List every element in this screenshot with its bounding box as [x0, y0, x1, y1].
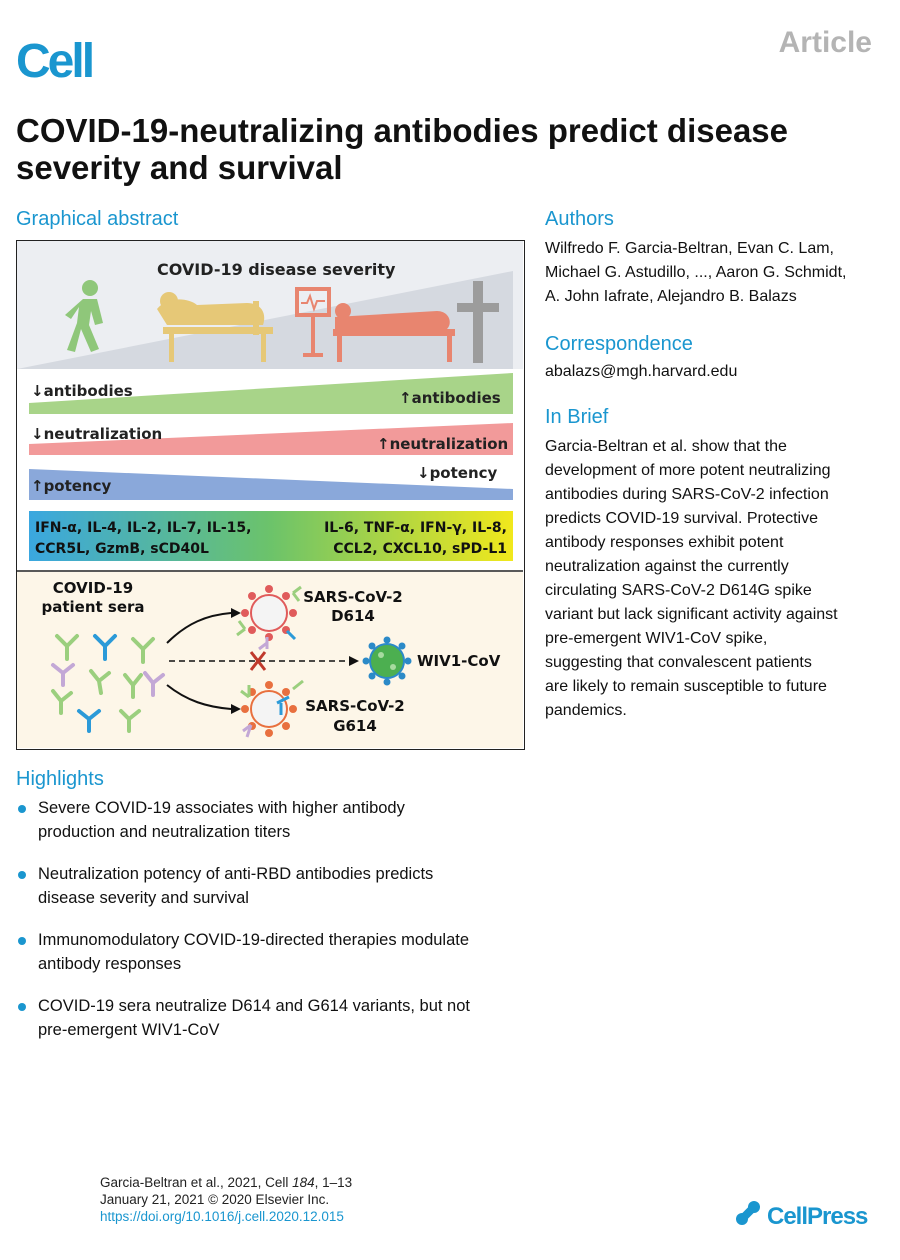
antibodies-low-label: ↓antibodies — [31, 382, 133, 400]
in-brief-line: antibody responses exhibit potent — [545, 534, 784, 551]
highlight-line: antibody responses — [38, 955, 182, 973]
d614-label-line2: D614 — [331, 607, 375, 625]
arrow-to-g614-head — [231, 704, 241, 714]
authors-line1: Wilfredo F. Garcia-Beltran, Evan C. Lam, — [545, 240, 834, 257]
cellpress-mark-icon — [736, 1201, 760, 1225]
authors-line2: Michael G. Astudillo, ..., Aaron G. Schm… — [545, 264, 847, 281]
sera-label-line2: patient sera — [41, 598, 144, 616]
arrow-to-d614 — [166, 612, 232, 644]
highlight-item: Neutralization potency of anti-RBD antib… — [16, 862, 536, 910]
blocked-arrow-head — [349, 656, 359, 666]
potency-bar — [29, 469, 513, 500]
authors-list: Wilfredo F. Garcia-Beltran, Evan C. Lam,… — [545, 237, 885, 309]
in-brief-heading: In Brief — [545, 406, 609, 428]
highlight-line: production and neutralization titers — [38, 823, 291, 841]
cytokines-left-line2: CCR5L, GzmB, sCD40L — [35, 541, 209, 557]
article-title: COVID-19-neutralizing antibodies predict… — [16, 112, 789, 186]
correspondence-heading: Correspondence — [545, 333, 693, 355]
in-brief-line: neutralization against the currently — [545, 558, 789, 575]
in-brief-line: Garcia-Beltran et al. show that the — [545, 438, 787, 455]
in-brief-line: pandemics. — [545, 702, 627, 719]
citation-footer: Garcia-Beltran et al., 2021, Cell 184, 1… — [100, 1174, 352, 1225]
d614-label-line1: SARS-CoV-2 — [303, 588, 403, 606]
bullet-icon — [18, 1003, 26, 1011]
in-brief-line: are likely to remain susceptible to futu… — [545, 678, 827, 695]
hospital-bed-patient-icon — [157, 292, 273, 362]
g614-label-line2: G614 — [333, 717, 377, 735]
authors-line3: A. John Iafrate, Alejandro B. Balazs — [545, 288, 797, 305]
neutralization-high-label: ↑neutralization — [377, 435, 508, 453]
antibody-icons — [51, 634, 165, 733]
cytokine-gradient-bar — [29, 511, 513, 561]
potency-high-label: ↑potency — [31, 477, 112, 495]
highlight-item: Severe COVID-19 associates with higher a… — [16, 796, 536, 844]
highlights-heading: Highlights — [16, 768, 104, 790]
sars-cov-2-d614-virus-icon — [236, 585, 302, 651]
g614-label-line1: SARS-CoV-2 — [305, 697, 405, 715]
in-brief-line: circulating SARS-CoV-2 D614G spike — [545, 582, 812, 599]
blocked-x-icon — [249, 651, 267, 671]
highlight-line: Immunomodulatory COVID-19-directed thera… — [38, 931, 470, 949]
citation-pages: , 1–13 — [314, 1175, 353, 1190]
in-brief-line: pre-emergent WIV1-CoV spike, — [545, 630, 768, 647]
highlight-item: Immunomodulatory COVID-19-directed thera… — [16, 928, 536, 976]
in-brief-line: predicts COVID-19 survival. Protective — [545, 510, 818, 527]
in-brief-text: Garcia-Beltran et al. show that the deve… — [545, 435, 885, 723]
graphical-abstract-heading: Graphical abstract — [16, 208, 179, 230]
in-brief-line: development of more potent neutralizing — [545, 462, 831, 479]
highlight-line: pre-emergent WIV1-CoV — [38, 1021, 220, 1039]
graphical-abstract-figure: COVID-19 disease severity — [16, 240, 525, 750]
correspondence-email[interactable]: abalazs@mgh.harvard.edu — [545, 363, 738, 380]
highlight-item: COVID-19 sera neutralize D614 and G614 v… — [16, 994, 536, 1042]
citation-line1: Garcia-Beltran et al., 2021, Cell 184, 1… — [100, 1174, 352, 1191]
severity-ramp — [17, 271, 513, 369]
bullet-icon — [18, 937, 26, 945]
highlight-line: disease severity and survival — [38, 889, 249, 907]
neutralization-bar — [29, 423, 513, 455]
cell-journal-logo: Cell — [16, 35, 95, 88]
citation-line2: January 21, 2021 © 2020 Elsevier Inc. — [100, 1192, 330, 1207]
wiv1-cov-virus-icon — [362, 636, 412, 686]
citation-volume: 184 — [292, 1175, 315, 1190]
bullet-icon — [18, 871, 26, 879]
arrow-to-g614 — [166, 684, 232, 710]
doi-link[interactable]: https://doi.org/10.1016/j.cell.2020.12.0… — [100, 1209, 344, 1224]
cellpress-wordmark: CellPress — [767, 1203, 868, 1230]
antibodies-high-label: ↑antibodies — [399, 389, 501, 407]
cytokines-right-line1: IL-6, TNF-α, IFN-γ, IL-8, — [324, 520, 507, 536]
sars-cov-2-g614-virus-icon — [240, 679, 304, 738]
sera-label-line1: COVID-19 — [53, 579, 133, 597]
article-type-label: Article — [778, 26, 872, 59]
wiv1-label: WIV1-CoV — [417, 652, 501, 670]
authors-heading: Authors — [545, 208, 614, 230]
highlight-line: Neutralization potency of anti-RBD antib… — [38, 865, 434, 883]
cytokines-left-line1: IFN-α, IL-4, IL-2, IL-7, IL-15, — [35, 520, 251, 536]
bullet-icon — [18, 805, 26, 813]
in-brief-line: antibodies during SARS-CoV-2 infection — [545, 486, 829, 503]
highlight-line: Severe COVID-19 associates with higher a… — [38, 799, 405, 817]
antibodies-bar — [29, 373, 513, 414]
walking-person-icon — [65, 280, 103, 352]
highlights-list: Severe COVID-19 associates with higher a… — [16, 796, 536, 1060]
citation-prefix: Garcia-Beltran et al., 2021, Cell — [100, 1175, 293, 1190]
in-brief-line: suggesting that convalescent patients — [545, 654, 812, 671]
potency-low-label: ↓potency — [417, 464, 498, 482]
death-cross-icon — [457, 281, 499, 363]
severity-label: COVID-19 disease severity — [157, 260, 396, 279]
arrow-to-d614-head — [231, 608, 241, 618]
neutralization-low-label: ↓neutralization — [31, 425, 162, 443]
cellpress-logo: CellPress — [733, 1197, 878, 1231]
icu-patient-icon — [295, 287, 455, 362]
in-brief-line: variant but lack significant activity ag… — [545, 606, 838, 623]
highlight-line: COVID-19 sera neutralize D614 and G614 v… — [38, 997, 470, 1015]
cytokines-right-line2: CCL2, CXCL10, sPD-L1 — [333, 541, 507, 557]
